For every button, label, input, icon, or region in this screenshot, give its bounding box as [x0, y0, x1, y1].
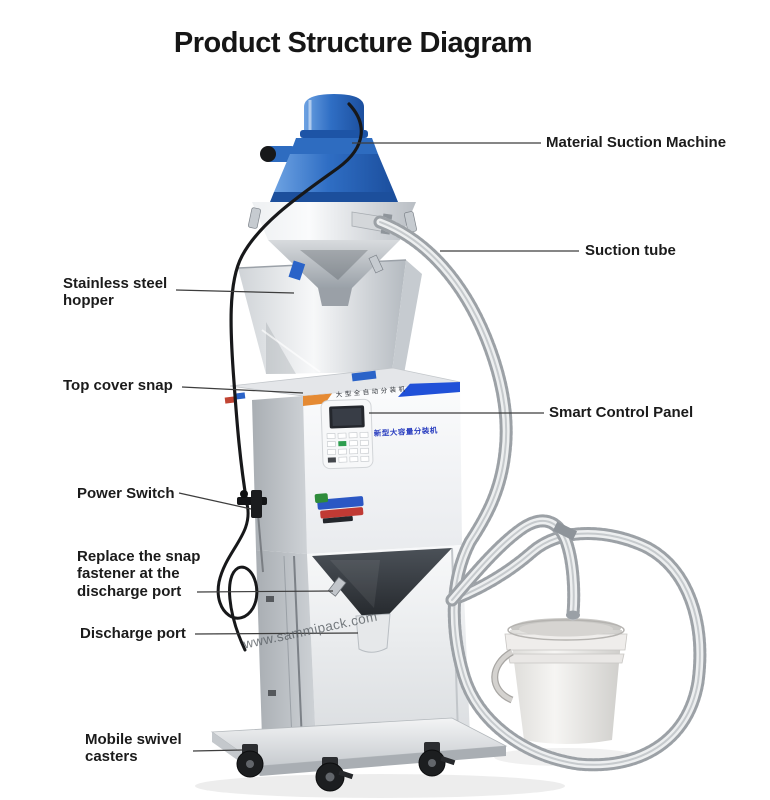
hose-end-tip [566, 610, 580, 620]
page-title: Product Structure Diagram [173, 27, 533, 59]
label-replace-snap-fastener: Replace the snap fastener at the dischar… [77, 548, 201, 600]
suction-hopper-bowl [248, 202, 417, 306]
bowl-clamp [248, 207, 261, 229]
casters [236, 742, 456, 792]
hose-band-fitting [552, 521, 578, 541]
smart-control-panel [320, 398, 374, 470]
machine-body: 大型全自动分装机 新型大容量分装机 [252, 382, 462, 554]
leader-stainless-steel-hopper [175, 289, 295, 294]
power-cable [216, 102, 363, 652]
material-bucket [491, 618, 628, 744]
panel-cn-text: 新型大容量分装机 [374, 425, 438, 438]
header-blue-accent [398, 382, 460, 397]
label-mobile-swivel-casters: Mobile swivel casters [85, 731, 182, 766]
cone-clamp [288, 260, 306, 281]
stainless-hopper [237, 259, 422, 374]
label-power-switch: Power Switch [77, 485, 175, 502]
panel-start-button [338, 440, 347, 447]
leader-lines [175, 142, 579, 752]
label-stainless-steel-hopper: Stainless steel hopper [63, 275, 168, 310]
suction-hose [380, 222, 700, 765]
label-discharge-port: Discharge port [80, 625, 186, 642]
panel-stop-button [327, 457, 336, 463]
cone-clamp [368, 254, 384, 274]
leader-power-switch [178, 492, 252, 510]
caster-wheel [236, 744, 264, 778]
caster-wheel [315, 757, 354, 792]
top-cover [224, 367, 461, 404]
label-suction-tube: Suction tube [585, 242, 676, 259]
caster-brake-lever [440, 756, 456, 766]
discharge-funnel [312, 548, 452, 630]
caster-brake-lever [338, 770, 354, 780]
leader-mobile-swivel-casters [192, 749, 243, 752]
leader-discharge-port [194, 632, 359, 635]
top-cover-snap-clip [351, 370, 377, 382]
caster-wheel [418, 742, 456, 777]
power-switch [237, 490, 267, 518]
discharge-port-spout [355, 613, 391, 653]
label-top-cover-snap: Top cover snap [63, 377, 173, 394]
leader-replace-snap-fastener [196, 590, 334, 593]
panel-keypad [326, 431, 370, 463]
machine-lower-tower [256, 545, 470, 744]
label-smart-control-panel: Smart Control Panel [549, 404, 694, 421]
label-material-suction-machine: Material Suction Machine [546, 134, 727, 151]
leader-top-cover-snap [181, 386, 304, 394]
brand-sticker [314, 493, 364, 524]
